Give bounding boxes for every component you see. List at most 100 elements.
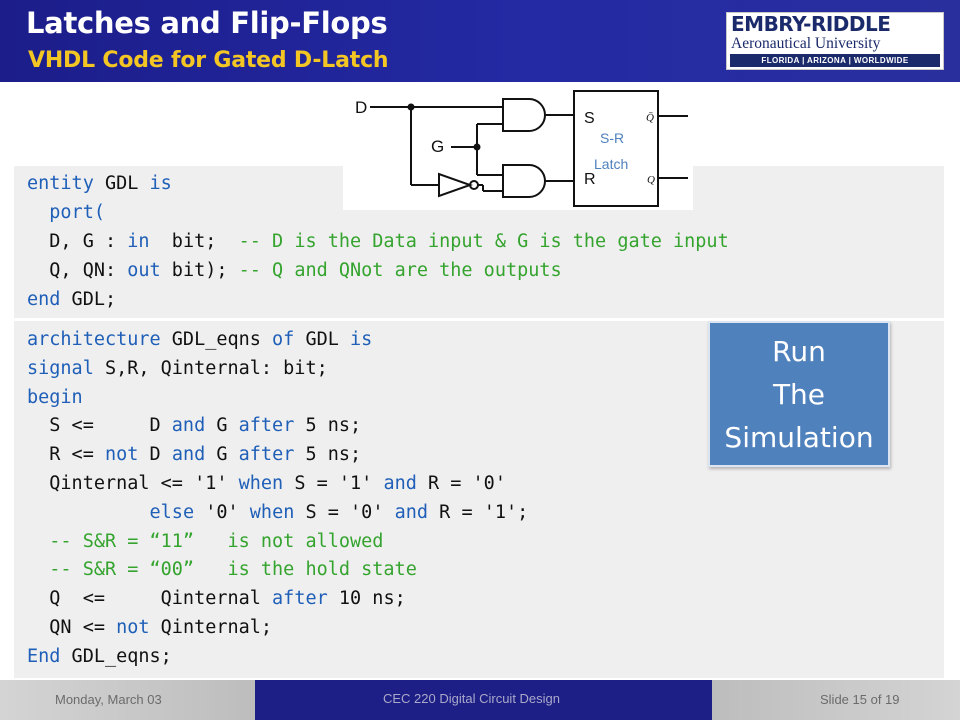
- pin-s-label: S: [584, 110, 595, 127]
- architecture-code-line: Q <= Qinternal after 10 ns;: [27, 588, 406, 610]
- code-token: and: [171, 444, 206, 466]
- code-token: [27, 502, 150, 523]
- architecture-code-line: S <= D and G after 5 ns;: [27, 415, 361, 437]
- output-qbar-label: Q̄: [646, 112, 654, 124]
- footer-course: CEC 220 Digital Circuit Design: [383, 691, 561, 706]
- slide-footer: Monday, March 03 CEC 220 Digital Circuit…: [0, 680, 960, 720]
- code-token: 10 ns;: [327, 588, 406, 610]
- code-token: entity: [27, 173, 94, 194]
- code-token: begin: [27, 386, 83, 408]
- code-token: of: [272, 329, 295, 350]
- code-token: and: [171, 415, 206, 437]
- code-token: -- S&R = “00” is the hold state: [27, 559, 417, 581]
- code-token: S = '0': [294, 501, 395, 523]
- architecture-code-line: architecture GDL_eqns of GDL is: [27, 329, 372, 351]
- code-token: QN <=: [27, 617, 117, 638]
- architecture-code-line: begin: [27, 387, 83, 409]
- code-token: '0': [194, 501, 250, 523]
- code-token: D, G :: [27, 231, 128, 252]
- logo-name: EMBRY-RIDDLE: [731, 12, 891, 36]
- entity-code-line: Q, QN: out bit); -- Q and QNot are the o…: [27, 260, 562, 282]
- code-token: bit);: [160, 260, 239, 281]
- code-token: GDL_eqns;: [60, 645, 172, 667]
- architecture-code-line: End GDL_eqns;: [27, 646, 172, 668]
- code-token: after: [238, 444, 295, 466]
- architecture-code-line: Qinternal <= '1' when S = '1' and R = '0…: [27, 473, 506, 495]
- entity-code-line: entity GDL is: [27, 173, 172, 195]
- latch-label-latch: Latch: [594, 156, 628, 172]
- code-token: -- Q and QNot are the outputs: [238, 260, 562, 281]
- run-button-line3: Simulation: [724, 420, 874, 454]
- code-token: not: [104, 444, 139, 466]
- code-token: when: [238, 473, 284, 494]
- code-token: D: [138, 444, 172, 466]
- circuit-schematic: D G S R S-R Latch Q̄ Q: [355, 90, 688, 207]
- run-simulation-button[interactable]: Run The Simulation: [708, 321, 890, 467]
- code-token: GDL: [93, 173, 150, 194]
- architecture-code-line: signal S,R, Qinternal: bit;: [27, 358, 328, 380]
- output-q-label: Q: [647, 174, 655, 186]
- code-token: End: [27, 645, 61, 667]
- code-token: R = '1';: [428, 501, 529, 523]
- code-token: port(: [27, 202, 105, 223]
- architecture-code-line: -- S&R = “00” is the hold state: [27, 559, 417, 581]
- code-token: architecture: [27, 329, 161, 350]
- code-token: G: [205, 444, 239, 466]
- code-token: G: [205, 415, 239, 437]
- code-token: 5 ns;: [294, 415, 362, 437]
- footer-slide-number: Slide 15 of 19: [820, 692, 900, 707]
- code-token: GDL: [294, 329, 351, 350]
- architecture-code-line: -- S&R = “11” is not allowed: [27, 531, 383, 553]
- input-g-label: G: [431, 137, 444, 156]
- code-token: out: [127, 260, 161, 281]
- code-token: not: [116, 617, 150, 638]
- code-token: Q, QN:: [27, 260, 128, 281]
- university-logo: EMBRY-RIDDLE Aeronautical University FLO…: [726, 12, 944, 70]
- code-token: Qinternal <= '1': [27, 473, 239, 494]
- code-token: GDL_eqns: [160, 329, 273, 350]
- code-token: Qinternal;: [149, 617, 273, 638]
- code-token: when: [249, 501, 295, 523]
- input-d-label: D: [355, 98, 367, 117]
- code-token: else: [149, 501, 195, 523]
- gated-d-latch-diagram: D G S R S-R Latch Q̄ Q: [343, 90, 693, 210]
- code-token: -- D is the Data input & G is the gate i…: [238, 231, 729, 252]
- run-button-line2: The: [772, 377, 826, 411]
- code-token: R = '0': [416, 473, 506, 494]
- run-button-line1: Run: [772, 334, 826, 368]
- slide-title: Latches and Flip-Flops: [26, 6, 388, 40]
- code-token: and: [394, 501, 429, 523]
- code-token: S = '1': [283, 473, 384, 494]
- code-token: S,R, Qinternal: bit;: [93, 357, 328, 379]
- code-token: after: [272, 588, 328, 610]
- code-token: R <=: [27, 444, 105, 466]
- code-token: after: [238, 415, 295, 437]
- footer-right-panel: Slide 15 of 19: [712, 680, 960, 720]
- code-token: end: [27, 289, 61, 310]
- code-token: bit;: [149, 231, 239, 252]
- logo-university: Aeronautical University: [731, 35, 881, 52]
- code-token: signal: [27, 357, 94, 379]
- footer-date: Monday, March 03: [55, 692, 162, 707]
- code-token: GDL;: [60, 289, 117, 310]
- architecture-code-line: else '0' when S = '0' and R = '1';: [27, 501, 529, 524]
- code-token: -- S&R = “11” is not allowed: [27, 530, 384, 552]
- entity-code-line: end GDL;: [27, 289, 116, 311]
- code-token: in: [127, 231, 150, 252]
- code-token: and: [383, 473, 417, 494]
- footer-left-panel: Monday, March 03: [0, 680, 255, 720]
- latch-label-sr: S-R: [600, 130, 624, 146]
- pin-r-label: R: [584, 171, 596, 188]
- code-token: is: [149, 173, 172, 194]
- slide-subtitle: VHDL Code for Gated D-Latch: [28, 48, 389, 73]
- code-token: is: [350, 329, 373, 350]
- code-token: S <= D: [27, 415, 172, 437]
- logo-campuses: FLORIDA | ARIZONA | WORLDWIDE: [730, 54, 940, 67]
- entity-code-line: port(: [27, 202, 105, 224]
- architecture-code-line: R <= not D and G after 5 ns;: [27, 444, 361, 466]
- entity-code-line: D, G : in bit; -- D is the Data input & …: [27, 231, 729, 253]
- code-token: 5 ns;: [294, 444, 362, 466]
- architecture-code-line: QN <= not Qinternal;: [27, 617, 272, 639]
- code-token: Q <= Qinternal: [27, 588, 273, 610]
- slide-header: Latches and Flip-Flops VHDL Code for Gat…: [0, 0, 960, 82]
